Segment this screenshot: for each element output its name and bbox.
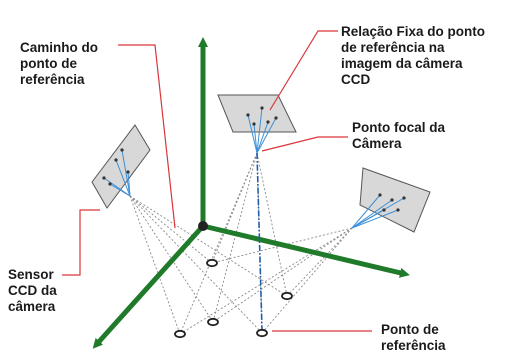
label-ponto-focal: Ponto focal da Câmera (352, 120, 446, 151)
sensor-plane-top (217, 94, 297, 133)
leader-sensor (62, 209, 100, 276)
axis-y (92, 224, 205, 349)
axis-x (202, 223, 410, 278)
label-sensor-ccd: Sensor CCD da câmera (8, 267, 57, 314)
sensor-plane-left (91, 124, 151, 209)
image-points (102, 106, 406, 212)
label-ponto-referencia: Ponto de referência (381, 322, 446, 353)
optical-axis (256, 152, 263, 331)
reference-point (256, 328, 268, 338)
projection-rays (129, 152, 353, 335)
reference-point (174, 329, 186, 339)
leader-relacao (269, 30, 338, 111)
coordinate-axes (92, 37, 410, 349)
label-relacao: Relação Fixa do ponto de referência na i… (341, 24, 486, 87)
reference-point (206, 258, 218, 268)
reference-point (281, 291, 293, 301)
label-caminho: Caminho do ponto de referência (20, 40, 98, 87)
reference-points (174, 258, 293, 339)
origin-point (198, 221, 208, 231)
leader-focal (261, 136, 348, 152)
sensor-plane-right (359, 167, 431, 233)
leader-caminho (118, 44, 176, 229)
sensor-planes (91, 94, 431, 233)
reference-point (207, 317, 219, 327)
leader-lines (62, 30, 372, 332)
image-rays (103, 107, 405, 229)
